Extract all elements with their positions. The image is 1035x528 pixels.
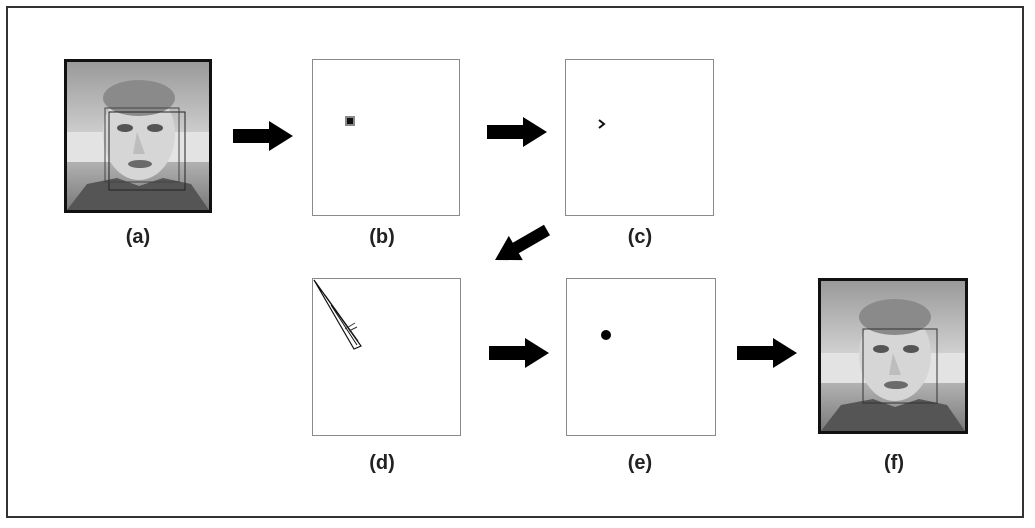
panel-c-label: (c) <box>627 226 653 248</box>
cone-mark <box>313 279 362 350</box>
arrow-right-icon <box>737 338 797 368</box>
panel-f-face-image <box>818 278 968 434</box>
panel-e <box>566 278 716 436</box>
arrow-down-left-icon <box>495 224 550 261</box>
panel-f-label: (f) <box>884 452 904 474</box>
face-photo-a <box>67 62 209 210</box>
panel-a-label: (a) <box>125 226 151 248</box>
panel-d-label: (d) <box>369 452 395 474</box>
panel-c <box>565 59 714 216</box>
panel-b <box>312 59 460 216</box>
panel-a-face-image <box>64 59 212 213</box>
blurred-dot-mark <box>345 116 355 126</box>
panel-e-label: (e) <box>627 452 653 474</box>
chevron-mark <box>598 119 606 129</box>
panel-b-label: (b) <box>369 226 395 248</box>
arrow-right-icon <box>487 117 547 147</box>
arrow-right-icon <box>233 121 293 151</box>
solid-dot-mark <box>601 330 611 340</box>
face-photo-f <box>821 281 965 431</box>
panel-d <box>312 278 461 436</box>
arrow-right-icon <box>489 338 549 368</box>
